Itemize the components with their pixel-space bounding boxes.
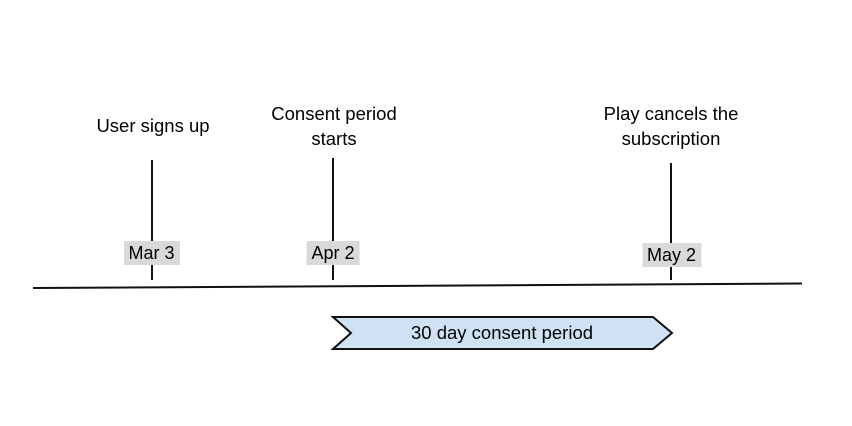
event-label-user-signs-up: User signs up bbox=[96, 115, 210, 136]
consent-period-banner-label: 30 day consent period bbox=[410, 322, 594, 343]
event-label-play-cancels-subscription: Play cancels the subscription bbox=[603, 103, 739, 149]
event-date-badge-apr2: Apr 2 bbox=[306, 241, 360, 265]
timeline-axis-line bbox=[32, 282, 803, 289]
event-tick-line-mar3 bbox=[151, 160, 153, 280]
consent-period-banner bbox=[330, 316, 674, 350]
event-tick-line-apr2 bbox=[332, 158, 334, 280]
event-date-badge-mar3: Mar 3 bbox=[123, 241, 180, 265]
event-date-badge-may2: May 2 bbox=[641, 243, 702, 267]
event-label-consent-period-starts: Consent period starts bbox=[271, 103, 397, 149]
event-tick-line-may2 bbox=[670, 163, 672, 280]
